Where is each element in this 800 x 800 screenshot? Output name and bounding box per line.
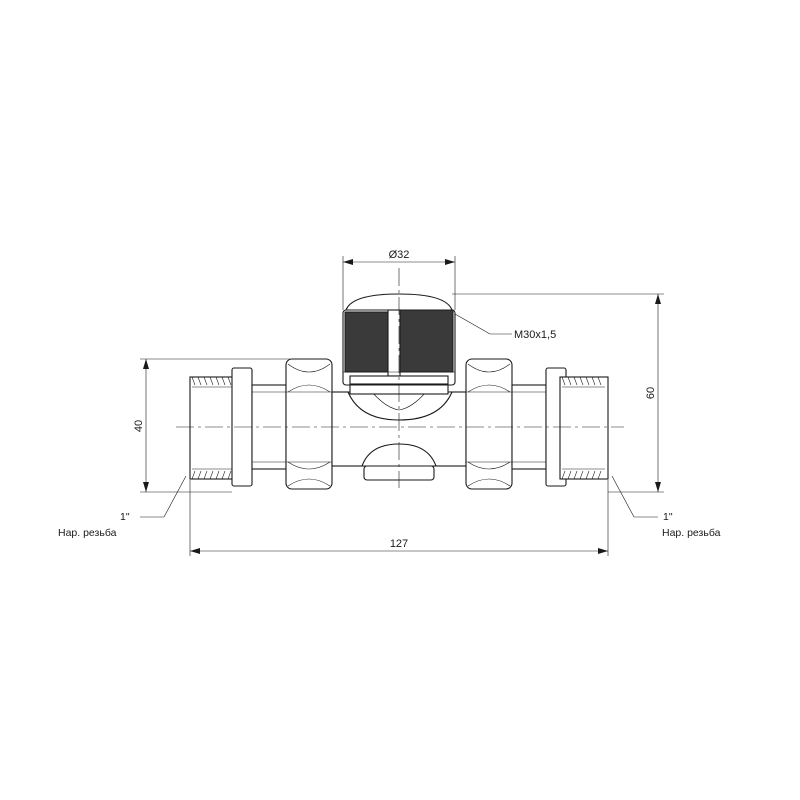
thread-crest xyxy=(203,470,208,480)
thread-crest xyxy=(591,376,596,386)
dimension-cap-diameter: Ø32 xyxy=(342,249,456,310)
thread-crest xyxy=(567,376,572,386)
dimension-overall-length: 127 xyxy=(189,480,609,556)
thread-crest xyxy=(227,376,232,386)
valve-cap xyxy=(342,293,456,395)
cap-diameter-label: Ø32 xyxy=(389,249,410,261)
thread-crest xyxy=(573,470,578,480)
thread-crest xyxy=(221,376,226,386)
right-thread-callout: 1" Нар. резьба xyxy=(611,475,721,539)
dimension-thread-height: 40 xyxy=(133,358,290,493)
thread-crest xyxy=(197,376,202,386)
dimension-height: 60 xyxy=(452,293,664,493)
thread-crest xyxy=(591,470,596,480)
thread-height-label: 40 xyxy=(133,420,145,432)
thread-crest xyxy=(209,470,214,480)
thread-crest xyxy=(215,376,220,386)
thread-crest xyxy=(197,470,202,480)
overall-length-label: 127 xyxy=(390,538,408,550)
thread-crest xyxy=(597,470,602,480)
thread-crest xyxy=(191,470,196,480)
left-thread-size: 1" xyxy=(120,511,130,523)
height-label: 60 xyxy=(645,387,657,399)
cap-thread-label: M30x1,5 xyxy=(514,329,556,341)
thread-crest xyxy=(203,376,208,386)
thread-crest xyxy=(567,470,572,480)
thread-crest xyxy=(209,376,214,386)
thread-crest xyxy=(573,376,578,386)
thread-crest xyxy=(215,470,220,480)
right-thread-size: 1" xyxy=(663,511,673,523)
leader-cap-thread: M30x1,5 xyxy=(454,313,556,341)
left-hex-nut xyxy=(285,358,333,490)
thread-crest xyxy=(579,376,584,386)
right-thread-type: Нар. резьба xyxy=(662,527,721,539)
thread-crest xyxy=(561,470,566,480)
thread-crest xyxy=(561,376,566,386)
left-thread-type: Нар. резьба xyxy=(58,527,117,539)
right-threaded-end xyxy=(511,367,609,487)
right-hex-nut xyxy=(465,358,513,490)
thread-crest xyxy=(579,470,584,480)
thread-crest xyxy=(191,376,196,386)
thread-crest xyxy=(585,470,590,480)
thread-crest xyxy=(585,376,590,386)
center-lines xyxy=(176,268,624,488)
left-thread-callout: 1" Нар. резьба xyxy=(58,475,187,539)
thread-crest xyxy=(597,376,602,386)
thread-crest xyxy=(221,470,226,480)
thread-crest xyxy=(227,470,232,480)
